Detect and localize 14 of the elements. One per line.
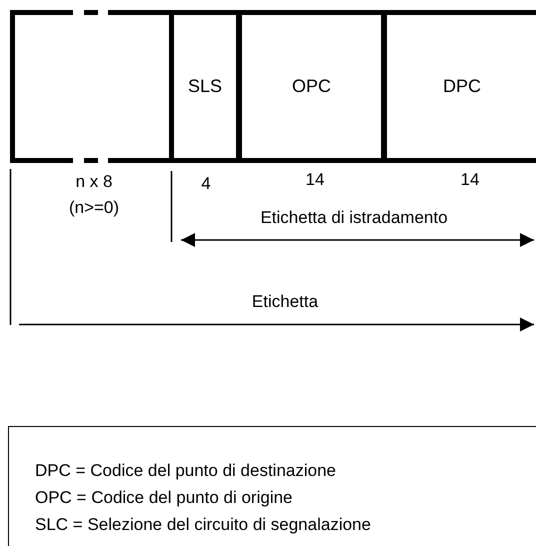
bit-count-label: 14 [306, 170, 324, 190]
bit-count-label: n x 8 [76, 172, 112, 192]
field-label: OPC [292, 75, 331, 98]
bit-count-label: 14 [460, 170, 480, 190]
legend-text: DPC = Codice del punto di destinazione [35, 460, 336, 482]
dimension-label: Etichetta di istradamento [260, 208, 448, 228]
legend-box [8, 426, 536, 546]
bit-count-label: (n>=0) [68, 198, 120, 218]
bit-count-label: 4 [201, 174, 211, 194]
legend-text: OPC = Codice del punto di origine [35, 487, 293, 509]
legend-text: SLC = Selezione del circuito di segnalazione [35, 514, 371, 536]
field-label: SLS [188, 75, 222, 98]
dimension-label: Etichetta [252, 292, 318, 312]
field-label: DPC [442, 75, 481, 98]
